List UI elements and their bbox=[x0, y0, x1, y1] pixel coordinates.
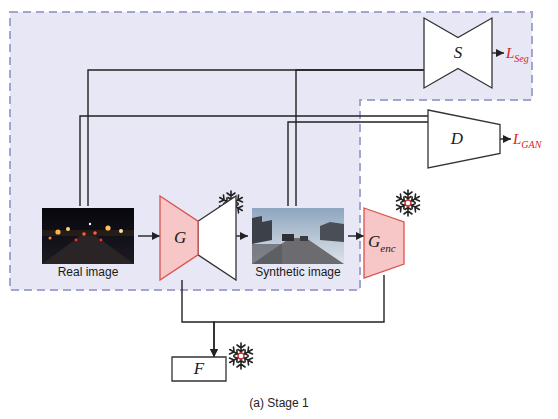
node-text: S bbox=[454, 43, 463, 63]
connector bbox=[138, 235, 160, 236]
node-outline bbox=[160, 196, 236, 280]
node-text: Genc bbox=[368, 232, 396, 253]
node-label: S bbox=[454, 43, 463, 62]
loss-symbol: L bbox=[513, 131, 521, 147]
node-label: Real image bbox=[58, 265, 119, 279]
node-text: G bbox=[174, 228, 186, 248]
outline-shape bbox=[198, 196, 236, 280]
generator: G bbox=[160, 196, 236, 280]
connector bbox=[214, 275, 384, 357]
node-label: G bbox=[368, 232, 380, 251]
subscript: enc bbox=[380, 242, 395, 254]
synthetic-day-photo bbox=[252, 208, 344, 264]
generator-encoder: Genc bbox=[364, 208, 404, 278]
freeze-icon bbox=[218, 190, 422, 369]
node-text: Real image bbox=[58, 262, 119, 280]
figure-caption: (a) Stage 1 bbox=[0, 396, 558, 410]
connector bbox=[88, 70, 424, 206]
feature-network: F bbox=[172, 357, 226, 381]
connector bbox=[296, 70, 424, 206]
node-label: G bbox=[174, 228, 186, 247]
discriminator: D bbox=[428, 110, 500, 168]
node-label: F bbox=[194, 359, 204, 378]
outline-shape bbox=[428, 110, 500, 168]
loss-symbol: L bbox=[506, 45, 514, 61]
training-region bbox=[10, 12, 532, 290]
connector bbox=[182, 280, 214, 357]
outline-shape bbox=[364, 208, 404, 278]
node-label: Synthetic image bbox=[255, 265, 340, 279]
loss-subscript: GAN bbox=[521, 139, 541, 150]
real-night-photo bbox=[42, 208, 134, 264]
outline-shape bbox=[424, 18, 492, 88]
real-image: Real image bbox=[38, 206, 138, 280]
connector bbox=[288, 122, 428, 206]
segmentation-network: S bbox=[424, 18, 492, 88]
loss-label: LSeg bbox=[506, 44, 529, 64]
outline-shape bbox=[160, 196, 198, 280]
node-outline bbox=[428, 110, 500, 168]
loss-subscript: Seg bbox=[514, 53, 528, 64]
connector bbox=[80, 116, 428, 206]
node-text: D bbox=[451, 129, 463, 149]
node-text: Synthetic image bbox=[255, 262, 340, 280]
node-text: F bbox=[194, 359, 204, 379]
node-label: D bbox=[451, 129, 463, 148]
connector bbox=[348, 235, 364, 236]
connector bbox=[236, 235, 248, 236]
outline-shape bbox=[172, 357, 226, 381]
synthetic-image: Synthetic image bbox=[248, 206, 348, 280]
loss-label: LGAN bbox=[513, 130, 541, 150]
